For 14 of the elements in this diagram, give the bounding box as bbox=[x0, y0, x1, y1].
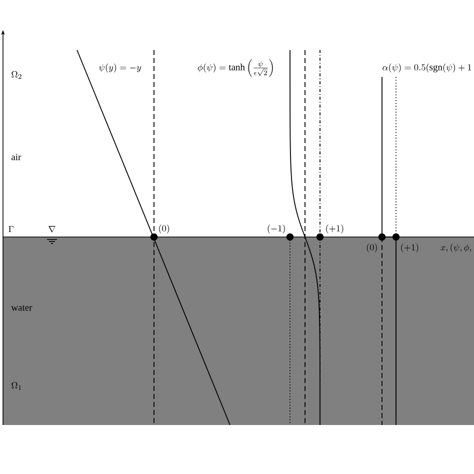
region-label: $\Omega_1$ bbox=[12, 382, 22, 390]
formula-label: $\phi(\psi)=\tanh\left(\frac{\psi}{\epsilon\sqrt{2}}\right)$ bbox=[198, 59, 273, 77]
region-label: water bbox=[11, 305, 32, 311]
formula-label: $\alpha(\psi)=0.5(\mathrm{sgn}(\psi)+1$ bbox=[382, 64, 472, 72]
interface-label: $\Gamma$ bbox=[8, 226, 14, 232]
point-label: $(-1)$ bbox=[268, 224, 285, 234]
point-label: $(+1)$ bbox=[326, 224, 344, 234]
point-label: $(0)$ bbox=[366, 244, 377, 252]
point-label: $(+1)$ bbox=[401, 244, 418, 252]
axis-label: $x,(\psi,\phi,$ bbox=[440, 244, 472, 252]
point-label: $(0)$ bbox=[159, 224, 170, 234]
formula-label: $\psi(y)=-y$ bbox=[98, 64, 141, 72]
region-label: $\Omega_2$ bbox=[12, 71, 22, 79]
region-label: air bbox=[12, 154, 22, 160]
